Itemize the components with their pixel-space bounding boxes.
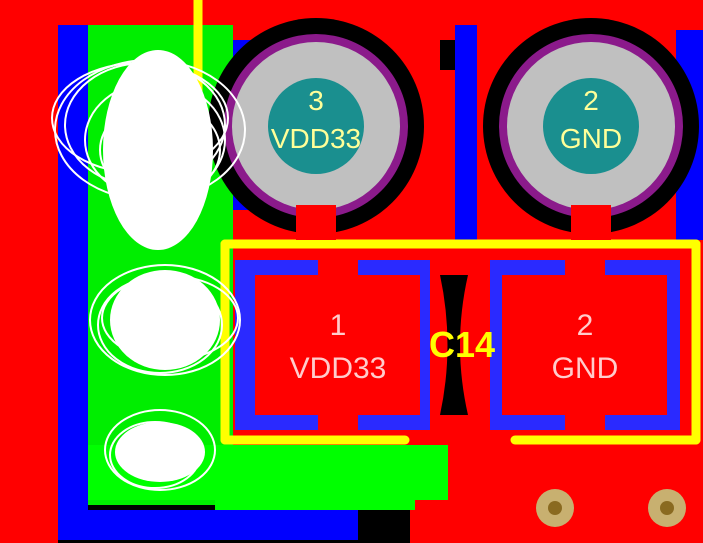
smd-pad-1-number: 1 [330, 309, 347, 342]
white-artifact-fill [103, 50, 220, 482]
through-hole-pad-gnd[interactable] [483, 18, 699, 240]
smd-pad-2-net: GND [552, 352, 619, 385]
component-designator: C14 [429, 324, 495, 365]
through-hole-pad-vdd33[interactable] [208, 18, 424, 240]
capacitor-body-gap [440, 275, 468, 415]
smd-pad-1[interactable] [255, 260, 420, 430]
th-pad-right-number: 2 [583, 85, 599, 116]
via-1[interactable] [536, 489, 574, 527]
th-pad-left-number: 3 [308, 85, 324, 116]
via-2[interactable] [648, 489, 686, 527]
smd-pad-2-number: 2 [577, 309, 594, 342]
th-pad-right-net: GND [560, 123, 622, 154]
th-pad-left-net: VDD33 [271, 123, 361, 154]
smd-pad-1-net: VDD33 [290, 352, 387, 385]
smd-pad-2[interactable] [502, 260, 667, 430]
